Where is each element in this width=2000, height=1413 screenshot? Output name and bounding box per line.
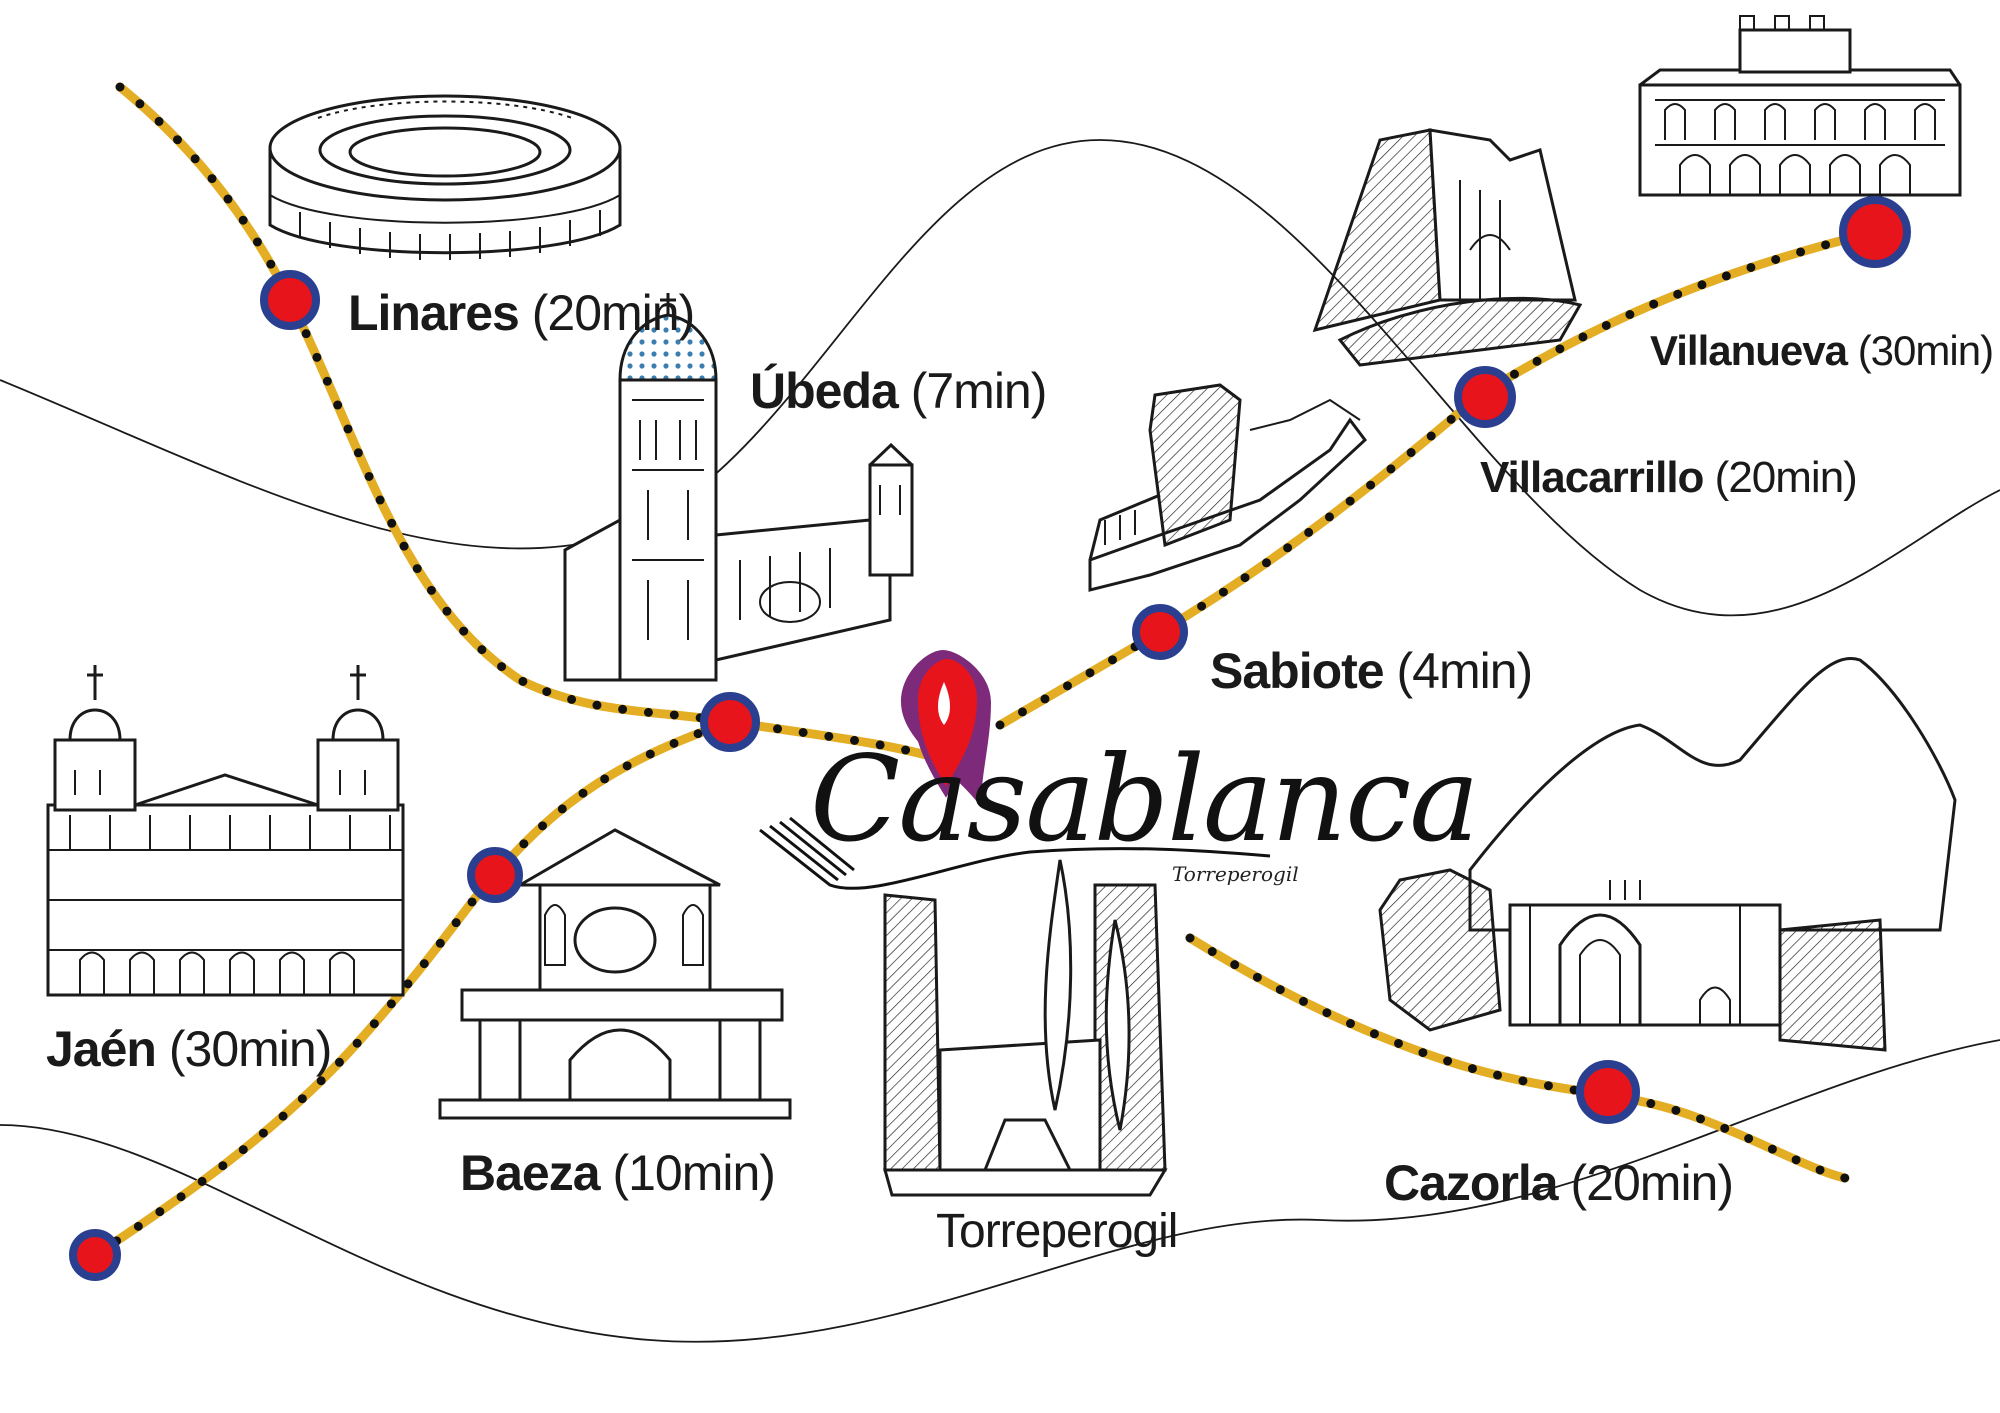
jaen-cathedral-icon [46, 665, 405, 997]
baeza-fountain-icon [438, 828, 792, 1120]
label-cazorla-time: (20min) [1570, 1155, 1734, 1211]
ubeda-church-icon [563, 293, 914, 682]
location-pin-icon [901, 650, 991, 807]
stop-sabiote [1132, 604, 1188, 660]
label-villacarrillo-time: (20min) [1714, 453, 1858, 502]
brand-logo-title: Casablanca [810, 730, 1480, 868]
stop-villacarrillo [1454, 366, 1516, 428]
label-villanueva-name: Villanueva [1650, 327, 1848, 374]
stop-linares [260, 270, 320, 330]
label-cazorla: Cazorla (20min) [1384, 1155, 1734, 1211]
brand-swoosh [759, 816, 1271, 890]
stop-jaen [69, 1229, 121, 1281]
label-villanueva-time: (30min) [1857, 327, 1994, 374]
torreperogil-tower-icon [883, 859, 1168, 1197]
sabiote-castle-icon [1088, 383, 1368, 592]
label-baeza: Baeza (10min) [460, 1145, 776, 1201]
label-baeza-name: Baeza [460, 1145, 601, 1201]
bullring-icon [268, 94, 622, 260]
stop-cazorla [1576, 1060, 1640, 1124]
label-jaen-time: (30min) [168, 1021, 332, 1077]
label-baeza-time: (10min) [612, 1145, 775, 1201]
label-sabiote-time: (4min) [1396, 643, 1534, 699]
brand-logo-subtitle: Torreperogil [1172, 862, 1299, 886]
label-villanueva: Villanueva (30min) [1650, 327, 1994, 374]
stop-baeza [467, 847, 523, 903]
villacarrillo-monument-icon [1312, 128, 1583, 367]
background-contours [0, 139, 2000, 1343]
label-linares-time: (20min) [531, 285, 695, 341]
label-ubeda-name: Úbeda [750, 363, 899, 419]
label-villacarrillo: Villacarrillo (20min) [1480, 453, 1858, 502]
stop-junction [700, 692, 760, 752]
label-villacarrillo-name: Villacarrillo [1480, 453, 1704, 502]
label-ubeda: Úbeda (7min) [750, 363, 1048, 419]
label-cazorla-name: Cazorla [1384, 1155, 1559, 1211]
torreperogil-caption: Torreperogil [936, 1205, 1178, 1258]
label-sabiote: Sabiote (4min) [1210, 643, 1534, 699]
label-jaen-name: Jaén [46, 1021, 157, 1077]
route-lines [90, 82, 1880, 1260]
label-sabiote-name: Sabiote [1210, 643, 1385, 699]
label-ubeda-time: (7min) [910, 363, 1048, 419]
label-linares: Linares (20min) [348, 285, 695, 341]
stop-villanueva [1839, 196, 1911, 268]
label-linares-name: Linares [348, 285, 520, 341]
villanueva-palace-icon [1638, 15, 1962, 197]
label-jaen: Jaén (30min) [46, 1021, 332, 1077]
cazorla-ruins-icon [1378, 657, 1957, 1052]
route-stops [69, 196, 1911, 1281]
